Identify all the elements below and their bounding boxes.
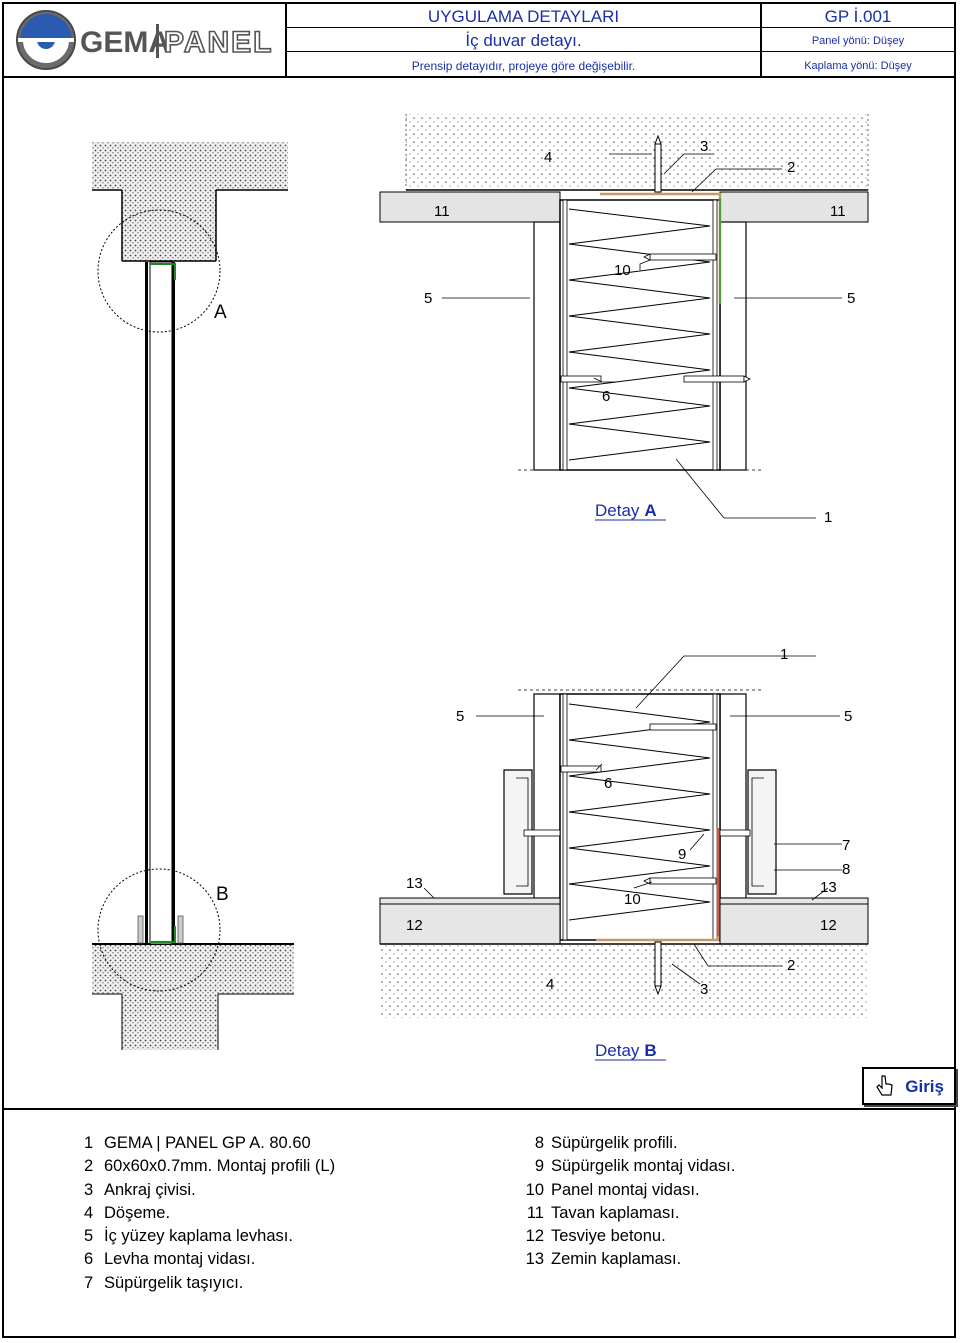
detail-a-label-5-right: 5 — [847, 290, 855, 307]
hand-pointer-icon — [876, 1075, 893, 1096]
detail-b-floor-slab — [380, 944, 868, 1018]
drawing-code: GP İ.001 — [762, 4, 954, 28]
detail-b-label-1: 1 — [780, 646, 788, 663]
detail-b-label-10: 10 — [624, 891, 641, 908]
board-left-a — [533, 221, 561, 471]
detail-a-label-11-right: 11 — [830, 203, 846, 220]
detail-a-label-5-left: 5 — [424, 290, 432, 307]
skirting-left — [503, 769, 533, 895]
board-left-b — [533, 693, 561, 899]
anchor-nail-b — [654, 941, 662, 987]
floor-slab — [92, 944, 294, 1050]
detail-a-marker — [97, 209, 221, 333]
technical-drawing: A B — [92, 114, 869, 1061]
wall-section: A B — [92, 142, 294, 1050]
detail-b-label-4: 4 — [546, 976, 554, 993]
detail-a-label-10: 10 — [614, 262, 631, 279]
detail-b-label-13-right: 13 — [820, 879, 837, 896]
detail-b-label-3: 3 — [700, 981, 708, 998]
detail-b-marker — [97, 868, 221, 992]
panel-core-a — [568, 208, 711, 461]
detail-b-label-6: 6 — [604, 775, 612, 792]
detail-b-label-5-right: 5 — [844, 708, 852, 725]
gema-panel-logo-icon: GEMA PANEL — [16, 10, 273, 70]
detail-a-label-1: 1 — [824, 509, 832, 526]
detail-b-label-7: 7 — [842, 837, 850, 854]
detail-a-ceiling-slab — [406, 114, 868, 190]
title-block: GEMA PANEL UYGULAMA DETAYLARI İç duvar d… — [4, 4, 954, 78]
section-label-a: A — [214, 302, 227, 323]
logo-text-panel: PANEL — [164, 26, 273, 59]
ceiling-cladding-left — [379, 191, 561, 223]
section-label-b: B — [216, 884, 229, 905]
detail-b-label-12-left: 12 — [406, 917, 423, 934]
ceiling-cladding-right — [719, 191, 869, 223]
cladding-direction: Kaplama yönü: Düşey — [804, 60, 912, 72]
drawing-title: UYGULAMA DETAYLARI — [287, 4, 760, 28]
detail-b-label-12-right: 12 — [820, 917, 837, 934]
detail-a-label-6: 6 — [602, 388, 610, 405]
board-right-b — [719, 693, 747, 899]
screed-right — [719, 897, 869, 945]
skirting-right — [747, 769, 777, 895]
board-right-a — [719, 221, 747, 471]
company-logo: GEMA PANEL — [4, 4, 287, 76]
anchor-nail-a — [654, 143, 662, 193]
legend-divider — [4, 1108, 954, 1110]
detail-a-label-11-left: 11 — [434, 203, 450, 220]
detail-b-label-8: 8 — [842, 861, 850, 878]
sandwich-panel-a — [559, 199, 721, 471]
drawing-note: Prensip detayıdır, projeye göre değişebi… — [411, 59, 636, 73]
detail-a-label-4: 4 — [544, 149, 552, 166]
giris-button[interactable]: Giriş — [862, 1067, 956, 1105]
drawing-subtitle: İç duvar detayı. — [287, 28, 760, 52]
detail-b-label-9: 9 — [678, 846, 686, 863]
detail-b-label-13-left: 13 — [406, 875, 423, 892]
sandwich-panel-b — [559, 693, 721, 941]
detail-b-label-2: 2 — [787, 957, 795, 974]
logo-text-gema: GEMA — [80, 26, 170, 59]
panel-direction: Panel yönü: Düşey — [762, 28, 954, 52]
detail-b: 1 5 5 6 7 9 8 13 13 10 12 12 4 3 2 Detay… — [379, 646, 869, 1061]
ceiling-slab — [92, 142, 288, 261]
detail-a-label-3: 3 — [700, 138, 708, 155]
detail-a-label-2: 2 — [787, 159, 795, 176]
title-block-center: UYGULAMA DETAYLARI İç duvar detayı. Pren… — [287, 4, 762, 76]
panel-core-b — [568, 703, 711, 921]
detail-b-label-5-left: 5 — [456, 708, 464, 725]
giris-label: Giriş — [905, 1077, 944, 1096]
title-block-right: GP İ.001 Panel yönü: Düşey Kaplama yönü:… — [762, 4, 954, 76]
